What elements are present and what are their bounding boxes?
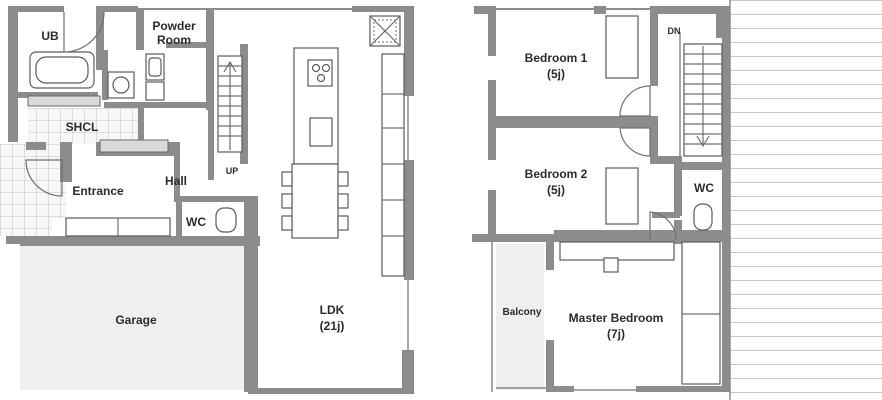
room-label-powder-2: Room <box>157 33 191 47</box>
door-bedroom1 <box>619 85 651 117</box>
stair-label-up: UP <box>226 166 239 176</box>
wall-garage-top <box>20 236 260 246</box>
room-label-master: Master Bedroom <box>569 311 664 325</box>
room-label-garage: Garage <box>115 313 157 327</box>
wc-toilet <box>215 207 237 233</box>
wall-top-thin <box>136 8 354 10</box>
entrance-tile <box>0 144 52 236</box>
balcony-area <box>496 244 544 390</box>
room-label-ldk-size: (21j) <box>320 319 345 333</box>
wall-left <box>8 6 18 142</box>
stair-up <box>217 55 243 153</box>
wall-top-right <box>352 6 414 12</box>
room-label-wc-upper: WC <box>694 181 714 195</box>
master-closet <box>681 241 721 385</box>
door-entrance <box>25 159 63 197</box>
closet-bedroom1 <box>605 15 639 79</box>
door-master <box>649 211 677 241</box>
closet-bedroom2 <box>605 167 639 225</box>
master-desk <box>559 241 675 261</box>
wall-right-mid <box>404 160 414 280</box>
room-label-shcl: SHCL <box>66 120 99 134</box>
door-ub <box>63 11 105 53</box>
room-label-balcony: Balcony <box>503 307 542 318</box>
wall-left-lower <box>6 236 26 244</box>
room-label-master-size: (7j) <box>607 327 625 341</box>
room-label-bedroom2: Bedroom 2 <box>525 167 588 181</box>
stair-label-dn: DN <box>668 26 681 36</box>
dining-table <box>291 163 339 239</box>
wc-toilet-upper <box>693 203 713 231</box>
roof-area <box>730 0 882 400</box>
room-label-hall: Hall <box>165 174 187 188</box>
wall-right-bot <box>402 350 414 394</box>
ldk-storage <box>381 53 405 277</box>
wall-garage-ldk <box>244 196 258 392</box>
room-label-powder-1: Powder <box>152 19 196 33</box>
room-label-ub: UB <box>41 29 59 43</box>
wall-bottom <box>248 388 414 394</box>
shcl-tile <box>28 108 138 144</box>
room-label-bedroom1-size: (5j) <box>547 67 565 81</box>
ground-floor: UB Powder Room SHCL Entrance Hall WC UP … <box>0 6 414 394</box>
garage-area <box>20 244 248 390</box>
stair-down <box>683 43 723 157</box>
wall-right-top <box>404 6 414 96</box>
room-label-wc: WC <box>186 215 206 229</box>
wall-top-mid <box>96 6 138 12</box>
room-label-bedroom2-size: (5j) <box>547 183 565 197</box>
room-label-ldk: LDK <box>320 303 345 317</box>
wall-top-left <box>8 6 64 12</box>
upper-floor: DN Bedroom 1 (5j) Bedroom 2 (5j) WC Balc… <box>472 0 882 400</box>
room-label-bedroom1: Bedroom 1 <box>525 51 588 65</box>
room-label-entrance: Entrance <box>72 184 124 198</box>
door-bedroom2 <box>619 127 651 157</box>
